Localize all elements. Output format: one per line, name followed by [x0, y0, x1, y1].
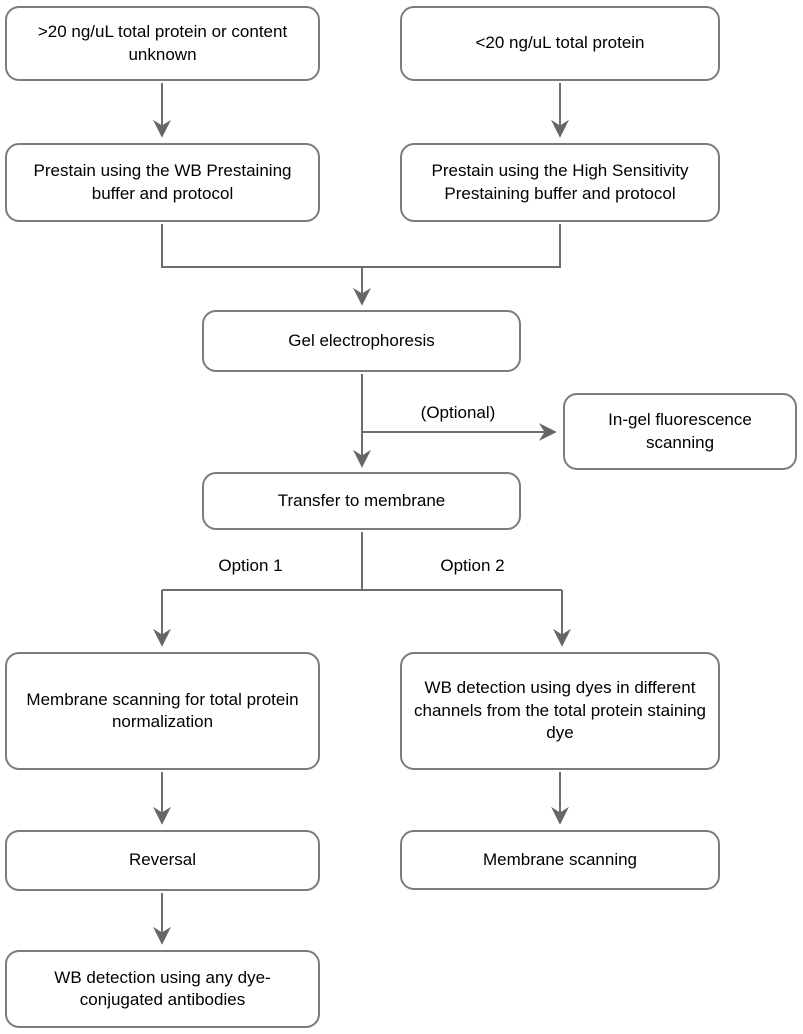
- node-low-protein-input: <20 ng/uL total protein: [400, 6, 720, 81]
- edge-label-option-2: Option 2: [440, 556, 505, 575]
- node-transfer-to-membrane: Transfer to membrane: [202, 472, 521, 530]
- node-ingel-fluorescence-scanning: In-gel fluorescence scanning: [563, 393, 797, 470]
- edge-label-optional: (Optional): [420, 403, 496, 422]
- node-prestain-wb-buffer: Prestain using the WB Prestaining buffer…: [5, 143, 320, 222]
- node-gel-electrophoresis: Gel electrophoresis: [202, 310, 521, 372]
- node-reversal: Reversal: [5, 830, 320, 891]
- connector-merge-prestain: [161, 224, 561, 268]
- node-prestain-high-sensitivity: Prestain using the High Sensitivity Pres…: [400, 143, 720, 222]
- node-wb-detection-any-dye: WB detection using any dye-conjugated an…: [5, 950, 320, 1028]
- node-wb-detection-different-channels: WB detection using dyes in different cha…: [400, 652, 720, 770]
- node-high-protein-input: >20 ng/uL total protein or content unkno…: [5, 6, 320, 81]
- node-membrane-scanning-normalization: Membrane scanning for total protein norm…: [5, 652, 320, 770]
- node-membrane-scanning: Membrane scanning: [400, 830, 720, 890]
- edge-label-option-1: Option 1: [218, 556, 283, 575]
